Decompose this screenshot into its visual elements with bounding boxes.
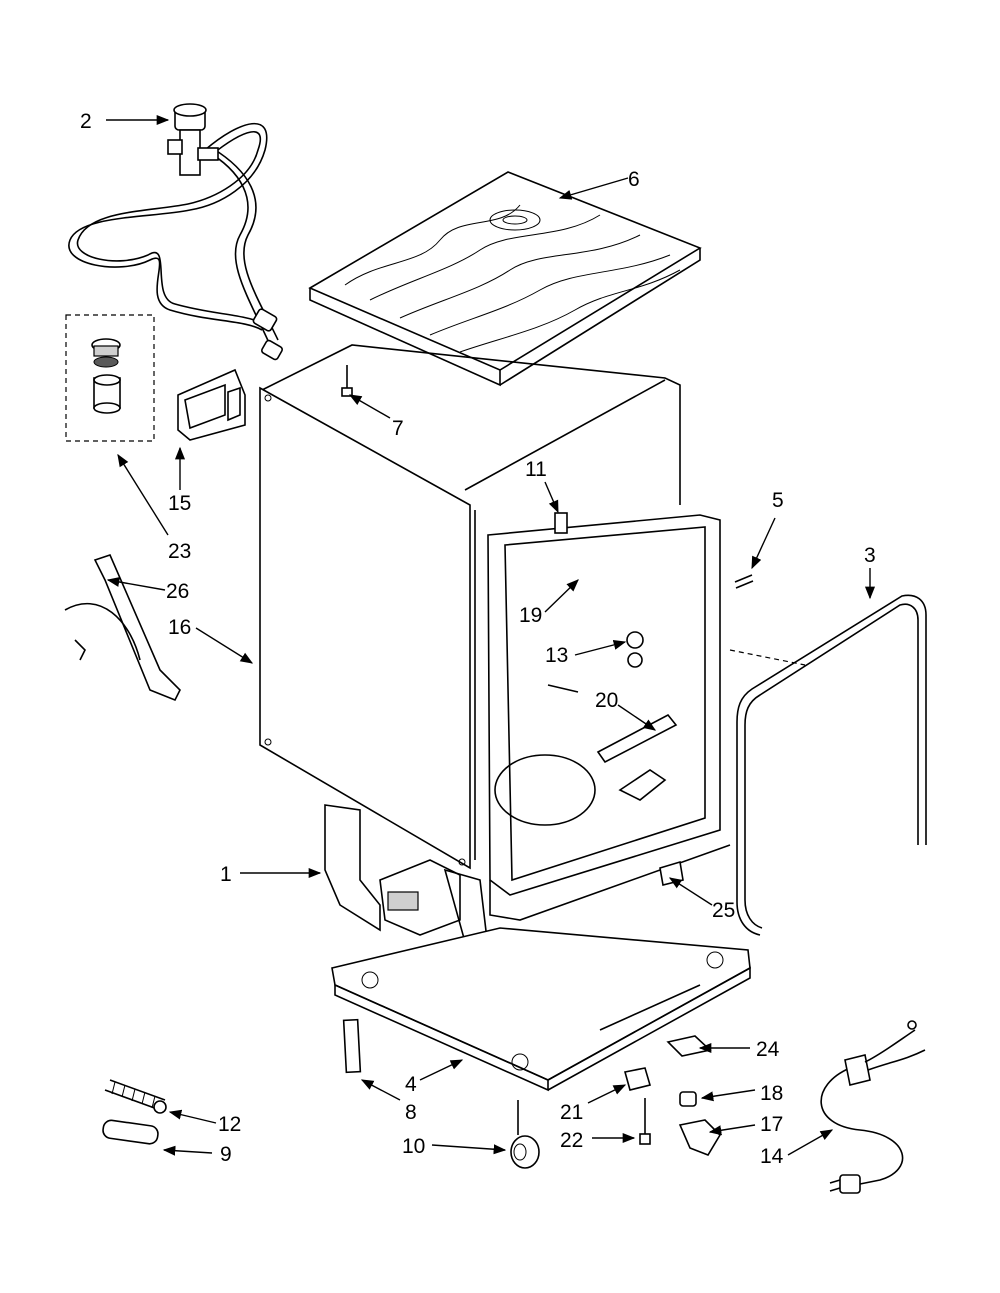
callout-2: 2 bbox=[80, 110, 92, 133]
vent-part bbox=[177, 368, 246, 441]
callout-14: 14 bbox=[760, 1145, 784, 1168]
callout-8: 8 bbox=[405, 1101, 417, 1124]
callout-16: 16 bbox=[168, 616, 191, 639]
front-frame-part bbox=[324, 804, 491, 967]
callout-5: 5 bbox=[772, 489, 784, 512]
callout-22: 22 bbox=[560, 1129, 583, 1152]
part-12-spring bbox=[104, 1079, 167, 1114]
callout-18: 18 bbox=[760, 1082, 783, 1105]
part-17-bracket bbox=[678, 1119, 722, 1156]
callout-26: 26 bbox=[166, 580, 189, 603]
part-21-bracket bbox=[623, 1067, 652, 1091]
part-9-trim bbox=[102, 1119, 159, 1145]
callout-1: 1 bbox=[220, 863, 232, 886]
part-26-bracket bbox=[64, 554, 181, 702]
callout-13: 13 bbox=[545, 644, 568, 667]
callout-21: 21 bbox=[560, 1101, 583, 1124]
inlet-valve-part bbox=[68, 103, 283, 361]
callout-4: 4 bbox=[405, 1073, 417, 1096]
side-panel-part bbox=[259, 386, 471, 870]
part-14-power-cord bbox=[820, 1020, 926, 1194]
part-25-clip bbox=[659, 860, 684, 886]
part-7-screw bbox=[341, 365, 353, 397]
callout-15: 15 bbox=[168, 492, 191, 515]
strainer-kit-part bbox=[65, 314, 155, 442]
part-24-plate bbox=[666, 1035, 712, 1057]
part-18-switch bbox=[679, 1091, 697, 1107]
base-part bbox=[331, 927, 751, 1092]
callout-7: 7 bbox=[392, 417, 404, 440]
callout-11: 11 bbox=[525, 458, 547, 481]
callout-labels: 2 6 7 15 23 11 5 3 26 16 19 13 20 1 25 2… bbox=[80, 110, 876, 1168]
callout-25: 25 bbox=[712, 899, 735, 922]
callout-3: 3 bbox=[864, 544, 876, 567]
callout-19: 19 bbox=[519, 604, 542, 627]
callout-24: 24 bbox=[756, 1038, 780, 1061]
part-11-screw bbox=[554, 512, 568, 534]
part-8-pad bbox=[342, 1018, 362, 1074]
callout-12: 12 bbox=[218, 1113, 241, 1136]
callout-9: 9 bbox=[220, 1143, 232, 1166]
wood-top-part bbox=[308, 171, 702, 387]
door-gasket-part bbox=[736, 594, 927, 936]
part-22-screw bbox=[639, 1098, 651, 1145]
part-5-clip bbox=[734, 574, 754, 589]
callout-20: 20 bbox=[595, 689, 618, 712]
callout-23: 23 bbox=[168, 540, 191, 563]
callout-17: 17 bbox=[760, 1113, 783, 1136]
callout-10: 10 bbox=[402, 1135, 425, 1158]
leader-arrows bbox=[106, 114, 876, 1156]
tub-frame bbox=[261, 344, 731, 921]
callout-6: 6 bbox=[628, 168, 640, 191]
part-10-caster bbox=[510, 1100, 540, 1169]
